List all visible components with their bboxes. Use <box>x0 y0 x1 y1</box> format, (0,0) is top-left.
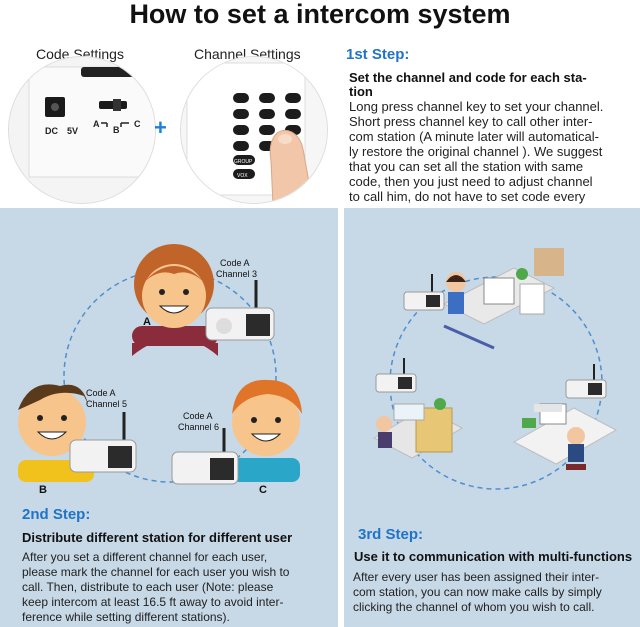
code-switch-photo: DC 5V A B C <box>8 56 156 204</box>
step3-panel: 3rd Step: Use it to communication with m… <box>344 208 640 627</box>
step1-line: ly restore the original channel ). We su… <box>349 144 603 159</box>
office-illustration <box>372 248 618 490</box>
step1-line: Short press channel key to call other in… <box>349 114 593 129</box>
intercom-c <box>171 428 239 485</box>
step1-line: com station (A minute later will automat… <box>349 129 599 144</box>
step1-line: Long press channel key to set your chann… <box>349 99 604 114</box>
intercom-b <box>69 412 137 473</box>
right-workstation <box>512 403 618 470</box>
top-workstation <box>442 248 564 350</box>
user-c-letter: C <box>259 484 267 496</box>
step2-line: After you set a different channel for ea… <box>22 550 268 564</box>
step2-line: ference while setting different stations… <box>22 610 230 624</box>
step3-subtitle: Use it to communication with multi-funct… <box>354 549 633 564</box>
intercom-right <box>565 364 607 399</box>
keypad-photo: GROUP VOX <box>180 56 328 204</box>
dc-label: DC <box>45 126 58 136</box>
step2-panel: A Code A Channel 3 Code A Channel 5 <box>0 208 338 627</box>
user-distribution-illustration: A Code A Channel 3 Code A Channel 5 <box>18 244 302 485</box>
intercom-left <box>375 358 417 393</box>
user-b-code: Code A <box>86 388 116 398</box>
switch-b-label: B <box>113 125 120 135</box>
step3-heading: 3rd Step: <box>358 526 424 543</box>
step1-body: Long press channel key to set your chann… <box>349 99 603 204</box>
step1-subtitle-line1: Set the channel and code for each sta- <box>349 70 587 85</box>
left-workstation <box>372 398 464 459</box>
intercom-a <box>205 280 275 341</box>
step3-line: After every user has been assigned their… <box>353 570 600 584</box>
switch-a-label: A <box>93 119 100 129</box>
step1-line: that you can set all the station with sa… <box>349 159 584 174</box>
switch-c-label: C <box>134 119 141 129</box>
keypad-illustration: GROUP VOX <box>181 57 327 203</box>
step2-heading: 2nd Step: <box>22 506 91 523</box>
step1-line: code, then you just need to adjust chann… <box>349 174 593 189</box>
dip-switch-illustration: DC 5V A B C <box>9 57 155 203</box>
group-key-label: GROUP <box>234 159 253 165</box>
vox-key-label: VOX <box>237 173 248 179</box>
step2-body: After you set a different channel for ea… <box>22 550 289 625</box>
5v-label: 5V <box>67 126 78 136</box>
step2-line: please mark the channel for each user yo… <box>22 565 290 579</box>
user-b-avatar <box>18 384 94 482</box>
user-a-letter: A <box>143 316 151 328</box>
step1-subtitle-line2: tion <box>349 84 373 99</box>
user-a-code: Code A <box>220 258 250 268</box>
user-c-avatar <box>232 379 302 482</box>
user-b-channel: Channel 5 <box>86 399 127 409</box>
step2-line: keep intercom at least 16.5 ft away to a… <box>22 595 284 609</box>
user-a-avatar <box>132 244 218 356</box>
page-title: How to set a intercom system <box>129 0 511 29</box>
plus-icon: + <box>154 115 167 140</box>
user-b-letter: B <box>39 484 47 496</box>
intercom-top <box>403 274 445 311</box>
step3-body: After every user has been assigned their… <box>353 570 602 615</box>
step1-heading: 1st Step: <box>346 46 410 63</box>
user-a-channel: Channel 3 <box>216 269 257 279</box>
user-c-channel: Channel 6 <box>178 422 219 432</box>
step2-line: call. Then, distribute to each user (Not… <box>22 580 274 594</box>
step3-line: com station, you can now make calls by s… <box>353 585 602 599</box>
step3-line: clicking the channel of whom you wish to… <box>353 600 595 614</box>
step2-subtitle: Distribute different station for differe… <box>22 530 293 545</box>
step1-line: to call him, do not have to set code eve… <box>349 189 586 204</box>
user-c-code: Code A <box>183 411 213 421</box>
